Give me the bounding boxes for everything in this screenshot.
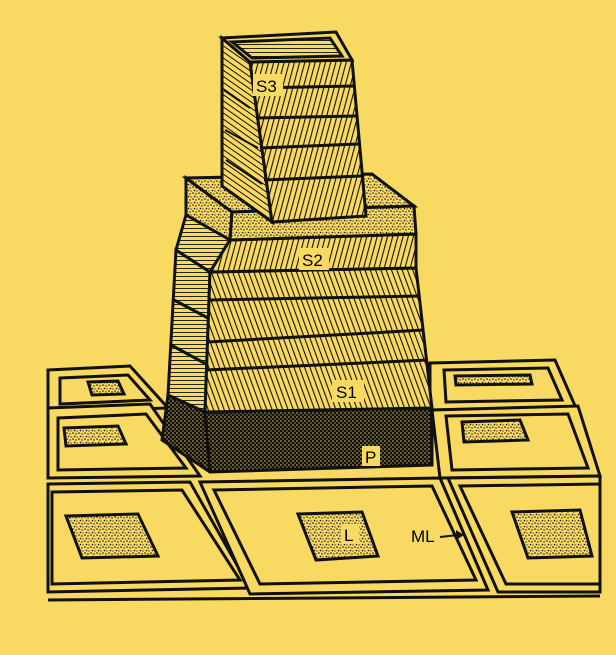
lumen-mid-left [64,426,126,446]
label-s2: S2 [302,251,323,270]
s1-layer [168,250,432,412]
label-s3: S3 [256,77,277,96]
lumen-front-right [512,510,592,558]
s3-layer [222,32,366,222]
label-ml: ML [411,527,435,546]
label-p: P [365,448,376,467]
label-l: L [344,526,353,545]
lumen-mid-right [462,420,528,442]
label-s1: S1 [336,383,357,402]
lumen-back-left [88,381,124,395]
base-line [48,596,600,600]
lumen-back-right [455,375,532,385]
